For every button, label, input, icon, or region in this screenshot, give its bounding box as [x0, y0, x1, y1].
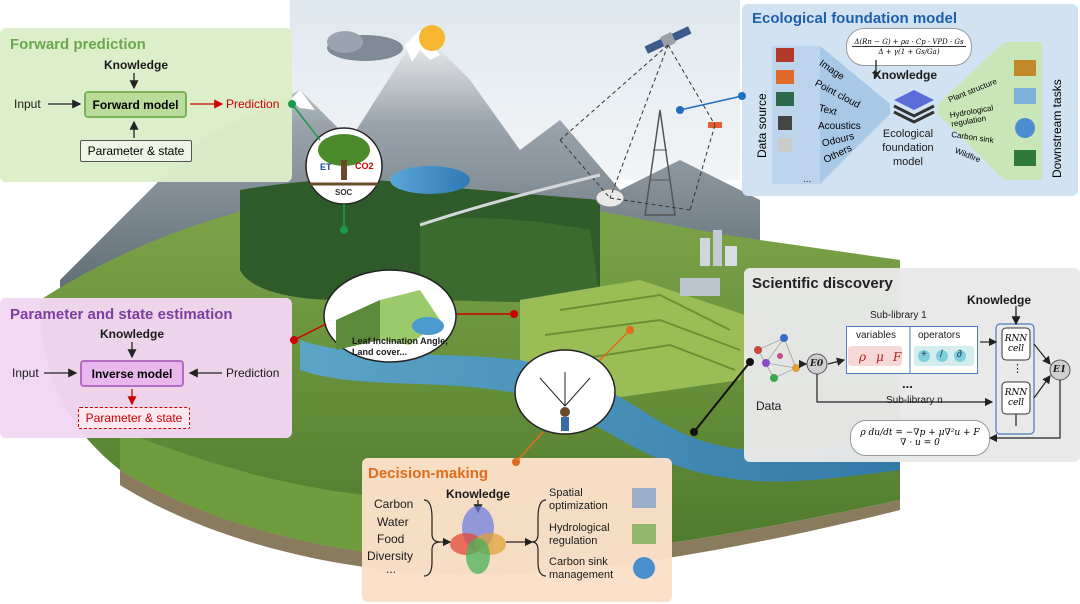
decision-output-carbon: Carbon sink management: [549, 556, 614, 581]
operator-symbol-partial: ∂: [957, 349, 962, 360]
foundation-dots: ...: [803, 174, 812, 185]
penman-equation: Δ(Rn − G) + ρa · Cp · VPD · Gs Δ + γ(1 +…: [846, 28, 972, 66]
foundation-knowledge-label: Knowledge: [873, 68, 938, 82]
forward-model-box: Forward model: [84, 91, 187, 118]
decision-input-water: Water: [377, 515, 409, 529]
rnn-cell-top: RNN cell: [1004, 334, 1028, 354]
land-cover-label: Land cover...: [352, 347, 408, 357]
foundation-fan-graphics: [772, 42, 1042, 184]
foundation-model-label-3: model: [893, 156, 923, 168]
foundation-model-title: Ecological foundation model: [752, 10, 958, 27]
e0-node: E0: [810, 359, 824, 369]
rnn-cell-bottom: RNN cell: [1004, 388, 1028, 408]
forward-prediction-label: Prediction: [226, 97, 280, 111]
equation-momentum: ρ du/dt = −∇p + μ∇²u + F: [860, 428, 980, 438]
foundation-model-label-1: Ecological: [882, 128, 934, 140]
decision-graphics: [423, 488, 656, 579]
equation-denominator: Δ + γ(1 + Gs/Ga): [878, 48, 940, 56]
inverse-model-box: Inverse model: [80, 360, 184, 387]
param-arrows: [44, 342, 222, 406]
forward-prediction-title: Forward prediction: [10, 36, 146, 53]
e1-node: E1: [1053, 365, 1067, 375]
forward-knowledge-label: Knowledge: [104, 58, 169, 72]
co2-label: CO2: [355, 161, 374, 171]
parameter-estimation-title: Parameter and state estimation: [10, 306, 233, 323]
soc-label: SOC: [335, 188, 353, 197]
sublibrary-n-label: Sub-library n: [886, 395, 943, 406]
foundation-model-label-2: foundation: [882, 142, 934, 154]
decision-making-title: Decision-making: [368, 465, 489, 482]
decision-input-more: ...: [386, 562, 397, 576]
sublibrary-ellipsis: ...: [902, 376, 913, 391]
forward-input-label: Input: [14, 97, 41, 111]
decision-input-food: Food: [377, 532, 405, 546]
param-knowledge-label: Knowledge: [100, 327, 165, 341]
decision-output-hydrological: Hydrological regulation: [549, 522, 610, 547]
param-state-output-box: Parameter & state: [78, 407, 190, 429]
discovery-knowledge-label: Knowledge: [967, 293, 1032, 307]
discovery-data-label: Data: [756, 399, 782, 413]
operator-symbol-plus: +: [921, 349, 927, 360]
forward-arrows: [48, 73, 224, 138]
operators-label: operators: [918, 330, 961, 341]
variable-symbol-rho: ρ: [859, 350, 867, 364]
sublibrary-1-label: Sub-library 1: [870, 310, 927, 321]
decision-output-spatial: Spatial optimization: [549, 487, 608, 512]
rnn-vertical-dots: ⋮: [1012, 363, 1023, 375]
param-prediction-label: Prediction: [226, 366, 280, 380]
param-input-label: Input: [12, 366, 39, 380]
equation-numerator: Δ(Rn − G) + ρa · Cp · VPD · Gs: [852, 38, 966, 47]
decision-input-diversity: Diversity: [367, 549, 414, 563]
variable-symbol-f: F: [893, 350, 902, 364]
equation-continuity: ∇ · u = 0: [900, 438, 940, 448]
variable-symbol-mu: μ: [876, 350, 884, 364]
navier-stokes-equation: ρ du/dt = −∇p + μ∇²u + F ∇ · u = 0: [850, 420, 990, 456]
decision-knowledge-label: Knowledge: [446, 487, 511, 501]
operator-symbol-divide: /: [940, 349, 943, 360]
decision-making-panel: [362, 458, 672, 602]
variables-label: variables: [856, 330, 897, 341]
source-acoustics: Acoustics: [818, 121, 861, 132]
forward-parameter-box: Parameter & state: [80, 140, 192, 162]
decision-input-carbon: Carbon: [374, 497, 414, 511]
scientific-discovery-title: Scientific discovery: [752, 275, 893, 292]
et-label: ET: [320, 162, 332, 172]
discovery-graphics: [754, 306, 1071, 443]
leaf-inclination-label: Leaf Inclination Angle;: [352, 336, 449, 346]
